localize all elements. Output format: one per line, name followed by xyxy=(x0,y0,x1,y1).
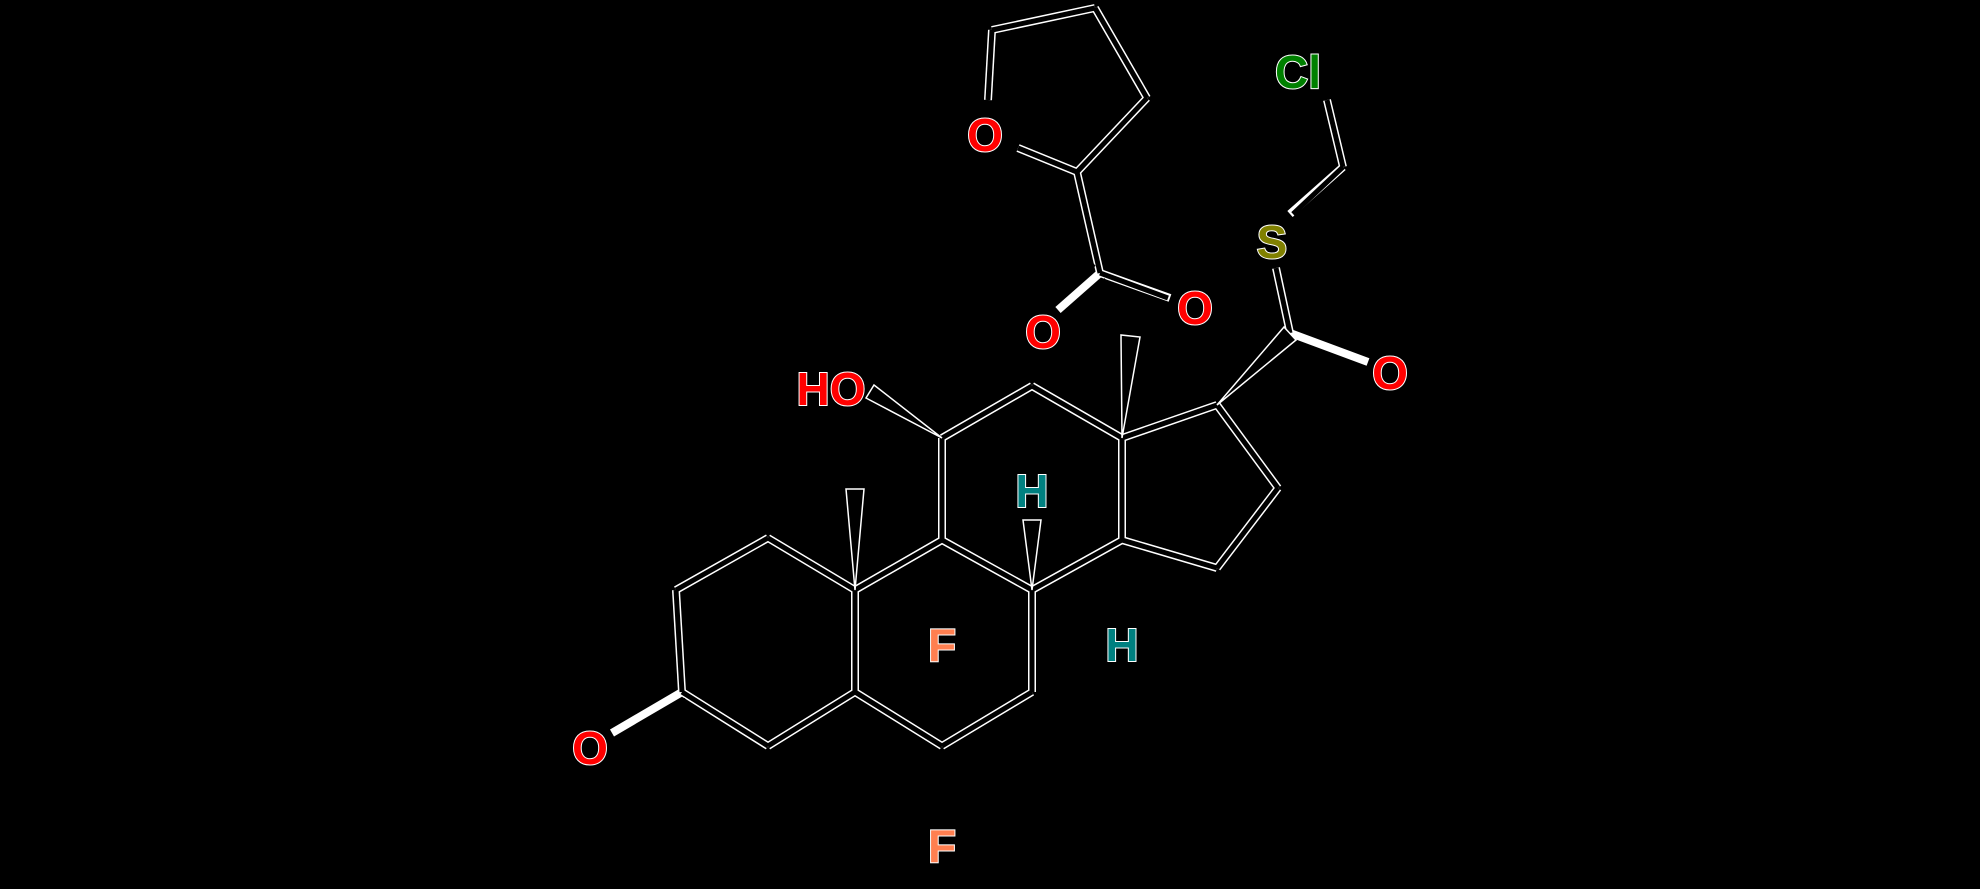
atom-h-14: H xyxy=(1105,619,1138,671)
atom-hydroxyl: HO xyxy=(797,363,866,415)
hashed-bonds xyxy=(931,333,1376,810)
atom-f-9: F xyxy=(928,619,956,671)
atom-h-8: H xyxy=(1015,465,1048,517)
wedge-bonds xyxy=(845,325,1298,591)
atom-o-furan: O xyxy=(967,109,1003,161)
atom-labels: O O O O HO O F F H H S Cl xyxy=(571,45,1409,873)
atom-f-6: F xyxy=(928,820,956,872)
atom-cl: Cl xyxy=(1275,46,1321,98)
atom-o-thioester-carbonyl: O xyxy=(1372,347,1408,399)
atom-o-ketone: O xyxy=(572,722,608,774)
atom-o-ester: O xyxy=(1177,282,1213,334)
atom-o-ester-carbonyl: O xyxy=(1025,306,1061,358)
atom-s: S xyxy=(1257,216,1288,268)
bonds xyxy=(610,5,1363,749)
